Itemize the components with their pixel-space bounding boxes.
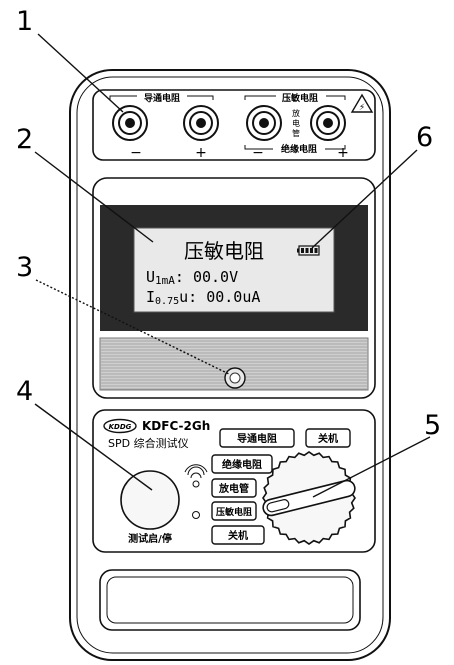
- terminal-panel: [92, 89, 376, 161]
- bottom-slot-inner: [106, 576, 354, 624]
- terminal-jack-3[interactable]: [246, 105, 282, 141]
- svg-text:关机: 关机: [228, 529, 248, 542]
- leader-2: [34, 151, 154, 243]
- insulation-group-label: 绝缘电阻: [281, 143, 317, 155]
- mode-off-bottom[interactable]: 关机: [211, 525, 265, 545]
- device-body-inner-edge: [76, 76, 384, 654]
- callout-3: 3: [16, 252, 33, 283]
- leader-6: [311, 149, 418, 249]
- callout-6: 6: [416, 122, 433, 153]
- terminal-jack-1[interactable]: [112, 105, 148, 141]
- svg-text:放电管: 放电管: [218, 482, 249, 495]
- svg-text:⚡: ⚡: [359, 103, 365, 113]
- svg-text:压敏电阻: 压敏电阻: [216, 506, 252, 518]
- buzzer-icon: [184, 464, 208, 479]
- leader-4: [34, 403, 153, 491]
- svg-text:KDDG: KDDG: [109, 423, 132, 431]
- svg-text:导通电阻: 导通电阻: [237, 432, 277, 445]
- speaker-grille: [99, 337, 369, 391]
- lcd-screen: [133, 227, 335, 313]
- model-name: KDFC-2Gh: [142, 419, 210, 433]
- mode-off-top[interactable]: 关机: [305, 428, 351, 448]
- gdt-label-2: 电: [292, 118, 300, 128]
- sensor-hole: [224, 367, 246, 389]
- lcd-line-2: I0.75u: 00.0uA: [146, 288, 260, 307]
- continuity-group-label: 导通电阻: [144, 92, 180, 104]
- terminal-jack-2[interactable]: [183, 105, 219, 141]
- buzzer-dot: [192, 480, 200, 488]
- rotary-selector[interactable]: [261, 451, 356, 545]
- polarity-minus-2: −: [252, 145, 264, 161]
- lcd-line-1: U1mA: 00.0V: [146, 268, 238, 287]
- svg-text:关机: 关机: [318, 432, 338, 445]
- polarity-minus-1: −: [130, 145, 142, 161]
- start-stop-label: 测试启/停: [128, 532, 172, 545]
- leader-5: [312, 436, 431, 498]
- svg-text:绝缘电阻: 绝缘电阻: [222, 458, 262, 471]
- battery-icon: [297, 245, 320, 256]
- mode-continuity[interactable]: 导通电阻: [219, 428, 295, 448]
- mode-gdt[interactable]: 放电管: [211, 478, 257, 498]
- mode-insulation[interactable]: 绝缘电阻: [211, 454, 273, 474]
- varistor-group-label: 压敏电阻: [282, 92, 318, 104]
- polarity-plus-1: +: [195, 145, 207, 161]
- leader-1: [37, 33, 124, 113]
- terminal-jack-4[interactable]: [310, 105, 346, 141]
- polarity-plus-2: +: [337, 145, 349, 161]
- bottom-slot: [99, 569, 361, 631]
- product-name: SPD 综合测试仪: [108, 436, 189, 450]
- callout-4: 4: [16, 376, 33, 407]
- led-indicator-icon: [192, 511, 200, 519]
- warning-triangle-icon: ⚡: [350, 93, 374, 113]
- lcd-title: 压敏电阻: [184, 239, 264, 263]
- gdt-label-1: 放: [292, 108, 300, 118]
- callout-1: 1: [16, 6, 33, 37]
- mode-varistor[interactable]: 压敏电阻: [211, 501, 257, 521]
- brand-logo: KDDG: [103, 418, 137, 434]
- start-stop-button[interactable]: [120, 470, 180, 530]
- callout-2: 2: [16, 124, 33, 155]
- gdt-label-3: 管: [292, 128, 300, 138]
- callout-5: 5: [424, 410, 441, 441]
